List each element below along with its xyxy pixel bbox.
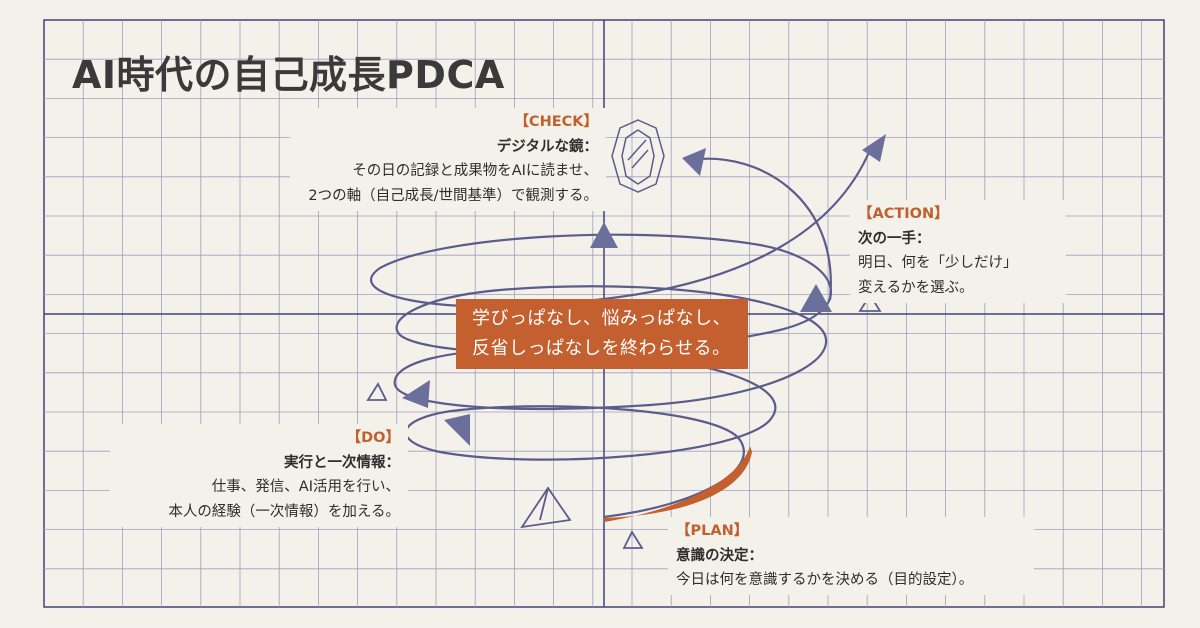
spiral-path — [370, 149, 872, 519]
center-message-line2: 反省しっぱなしを終わらせる。 — [472, 338, 731, 359]
triangle-outline-do — [366, 382, 388, 401]
spiral-arrowheads — [402, 134, 886, 446]
action-label: 【ACTION】 次の一手： 明日、何を「少しだけ」 変えるかを選ぶ。 — [850, 200, 1066, 303]
outline-triangles — [366, 293, 882, 549]
plan-line1: 今日は何を意識するかを決める（目的設定）。 — [676, 572, 974, 589]
arrowhead-top-right — [862, 134, 886, 162]
do-line2: 本人の経験（一次情報）を加える。 — [168, 503, 400, 520]
check-line2: 2つの軸（自己成長/世間基準）で観測する。 — [308, 187, 598, 204]
action-line2: 変えるかを選ぶ。 — [858, 279, 974, 296]
arrowhead-check — [590, 222, 618, 248]
check-line1: その日の記録と成果物をAIに読ませ、 — [352, 163, 598, 180]
action-line1: 明日、何を「少しだけ」 — [858, 255, 1018, 272]
check-subtitle: デジタルな鏡： — [496, 138, 598, 155]
arrowhead-top-left — [682, 148, 706, 176]
page-title: AI時代の自己成長PDCA — [72, 53, 505, 97]
action-heading: 【ACTION】 — [858, 206, 949, 222]
center-message-box: 学びっぱなし、悩みっぱなし、 反省しっぱなしを終わらせる。 — [456, 299, 748, 369]
triangle-3d-outline — [520, 486, 572, 529]
triangle-3d-edge — [539, 487, 549, 521]
action-subtitle: 次の一手： — [858, 230, 931, 247]
plan-subtitle: 意識の決定： — [676, 547, 763, 564]
do-label: 【DO】 実行と一次情報： 仕事、発信、AI活用を行い、 本人の経験（一次情報）… — [110, 424, 408, 527]
plan-label: 【PLAN】 意識の決定： 今日は何を意識するかを決める（目的設定）。 — [668, 517, 1034, 595]
plan-heading: 【PLAN】 — [676, 523, 749, 539]
triangle-outline-plan — [622, 530, 644, 549]
do-subtitle: 実行と一次情報： — [284, 454, 400, 471]
center-message-line1: 学びっぱなし、悩みっぱなし、 — [472, 308, 731, 329]
triangle-outline-action — [858, 293, 882, 312]
spiral-curve — [370, 149, 872, 519]
check-heading: 【CHECK】 — [514, 114, 598, 130]
arrowhead-do-upper — [402, 380, 430, 408]
arrowhead-do-lower — [444, 414, 470, 446]
check-label: 【CHECK】 デジタルな鏡： その日の記録と成果物をAIに読ませ、 2つの軸（… — [290, 108, 606, 211]
spiral-arc-top — [689, 157, 832, 301]
do-heading: 【DO】 — [346, 430, 400, 446]
do-line1: 仕事、発信、AI活用を行い、 — [211, 479, 400, 496]
mirror-gem-icon — [611, 119, 665, 193]
arrowhead-action — [800, 284, 832, 312]
spiral-start-segment — [604, 446, 752, 522]
